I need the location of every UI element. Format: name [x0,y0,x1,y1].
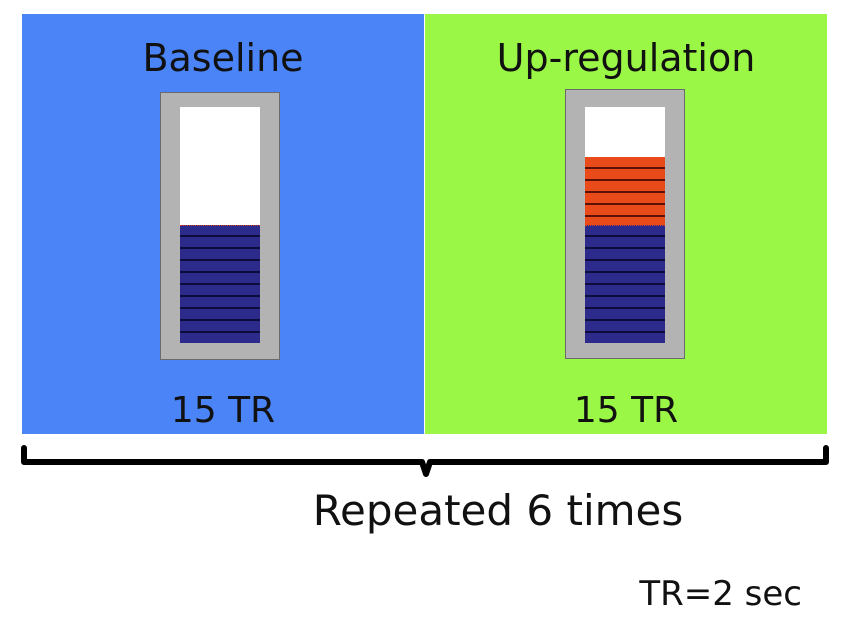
repeat-brace [21,445,829,477]
upregulation-thermometer-inner [585,107,665,343]
upregulation-baseline-fill [585,225,665,343]
baseline-level-fill [180,225,260,343]
baseline-block: Baseline 15 TR [22,14,424,434]
tr-note: TR=2 sec [639,574,802,614]
baseline-title: Baseline [142,36,304,80]
upregulation-threshold-line [585,225,665,226]
upregulation-block: Up-regulation 15 TR [425,14,827,434]
baseline-duration: 15 TR [170,390,276,431]
upregulation-duration: 15 TR [573,390,679,431]
upregulation-title: Up-regulation [496,36,756,80]
repeat-label: Repeated 6 times [312,486,684,535]
upregulation-thermometer [565,89,685,359]
baseline-thermometer [160,92,280,360]
upregulation-increase-fill [585,157,665,225]
baseline-thermometer-inner [180,107,260,343]
baseline-threshold-line [180,225,260,226]
